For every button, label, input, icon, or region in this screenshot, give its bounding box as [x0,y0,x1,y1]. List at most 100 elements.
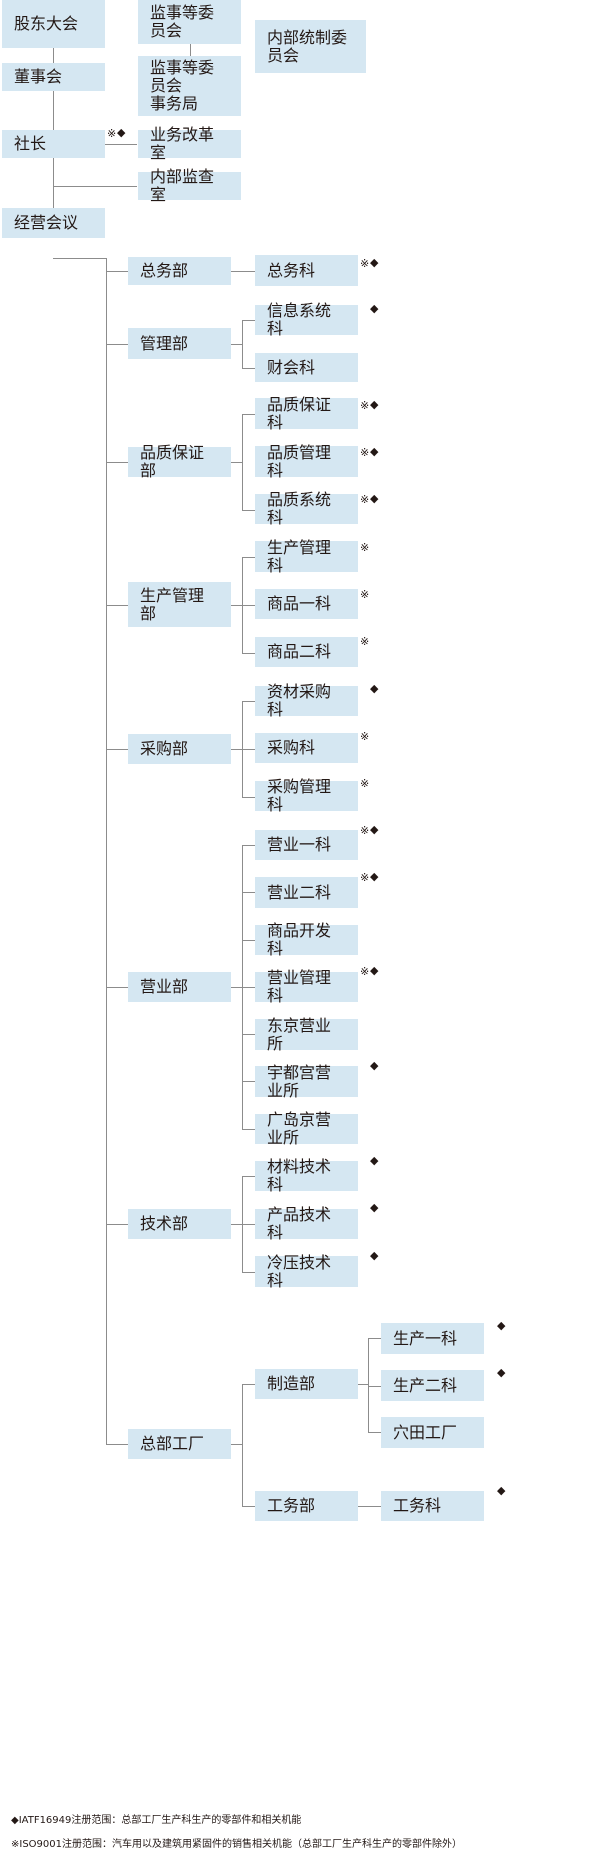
engineering-section-iatf-mark: ◆ [497,1484,506,1497]
node-product-development-section: 商品开发科 [255,922,358,958]
node-shareholders: 股东大会 [2,0,105,48]
press-technology-iatf-mark: ◆ [370,1249,379,1262]
production-management-iso-mark: ※ [360,541,370,554]
node-production-section-1: 生产一科 [381,1323,484,1354]
node-audit-committee: 监事等委员会 [138,0,241,44]
connector [106,987,128,988]
product-section-1-iso-mark: ※ [360,588,370,601]
connector [242,368,255,369]
connector [357,1384,368,1385]
node-sales-section-2: 营业二科 [255,877,358,908]
sales-management-iatf-mark: ◆ [370,964,379,977]
connector [106,749,128,750]
connector [106,271,128,272]
connector [242,797,255,798]
node-utsunomiya-sales-office: 宇都宫营业所 [255,1063,358,1099]
quality-assurance-iso-mark: ※ [360,399,370,412]
node-information-systems-section: 信息系统科 [255,302,358,338]
node-production-management-section: 生产管理科 [255,538,358,574]
connector [231,462,242,463]
connector [242,892,255,893]
quality-assurance-iatf-mark: ◆ [370,398,379,411]
purchasing-management-iso-mark: ※ [360,777,370,790]
node-sales-management-section: 营业管理科 [255,969,358,1005]
node-finance-section: 财会科 [255,353,358,382]
connector [242,1384,243,1506]
connector [106,344,128,345]
quality-systems-iso-mark: ※ [360,493,370,506]
connector [242,320,243,368]
node-general-affairs-section: 总务科 [255,255,358,286]
connector [242,1081,255,1082]
connector [242,1506,255,1507]
president-iatf-mark: ◆ [117,126,126,139]
node-internal-audit-office: 内部监查室 [138,168,241,204]
connector [231,749,255,750]
sales-1-iso-mark: ※ [360,824,370,837]
connector [242,701,243,797]
connector [368,1338,369,1432]
node-production-section-2: 生产二科 [381,1370,484,1401]
information-systems-iatf-mark: ◆ [370,302,379,315]
node-product-section-2: 商品二科 [255,637,358,667]
connector [242,701,255,702]
production-1-iatf-mark: ◆ [497,1319,506,1332]
node-sales-dept: 营业部 [128,972,231,1002]
connector [242,1384,255,1385]
connector [242,940,255,941]
node-administration-dept: 管理部 [128,328,231,359]
node-engineering-section: 工务科 [381,1491,484,1521]
materials-purchasing-iatf-mark: ◆ [370,682,379,695]
quality-management-iatf-mark: ◆ [370,445,379,458]
connector [190,44,191,56]
connector [106,1444,128,1445]
node-business-reform-office: 业务改革室 [138,126,241,162]
president-iso-mark: ※ [107,127,117,140]
connector [231,605,255,606]
legend-iso: ※ISO9001注册范围：汽车用以及建筑用紧固件的销售相关机能（总部工厂生产科生… [11,1839,462,1850]
purchasing-iso-mark: ※ [360,730,370,743]
connector [242,1272,255,1273]
connector [231,1224,255,1225]
node-materials-technology-section: 材料技术科 [255,1158,358,1194]
node-tokyo-sales-office: 东京营业所 [255,1016,358,1052]
sales-1-iatf-mark: ◆ [370,823,379,836]
connector [242,320,255,321]
connector [231,344,242,345]
node-board: 董事会 [2,63,105,91]
connector [242,414,255,415]
connector [357,1506,381,1507]
connector [106,462,128,463]
product-technology-iatf-mark: ◆ [370,1201,379,1214]
connector [368,1432,381,1433]
node-management-meeting: 经营会议 [2,208,105,238]
connector [242,845,243,1129]
connector [106,1224,128,1225]
connector [231,1444,242,1445]
node-quality-systems-section: 品质系统科 [255,491,358,527]
node-internal-control-committee: 内部统制委员会 [255,20,366,73]
node-purchasing-management-section: 采购管理科 [255,778,358,814]
node-purchasing-dept: 采购部 [128,734,231,764]
connector [53,258,106,259]
sales-2-iatf-mark: ◆ [370,870,379,883]
node-quality-assurance-dept: 品质保证部 [128,444,231,480]
product-section-2-iso-mark: ※ [360,635,370,648]
node-head-office-factory: 总部工厂 [128,1429,231,1459]
general-affairs-iso-mark: ※ [360,257,370,270]
legend-iatf: ◆IATF16949注册范围：总部工厂生产科生产的零部件和相关机能 [11,1815,302,1826]
sales-2-iso-mark: ※ [360,871,370,884]
connector [242,1129,255,1130]
node-anada-factory: 穴田工厂 [381,1417,484,1448]
connector [242,1176,243,1272]
connector [242,557,255,558]
connector [242,653,255,654]
node-product-section-1: 商品一科 [255,589,358,619]
connector [368,1386,381,1387]
connector [106,258,107,1444]
node-quality-management-section: 品质管理科 [255,443,358,479]
node-sales-section-1: 营业一科 [255,830,358,860]
materials-technology-iatf-mark: ◆ [370,1154,379,1167]
connector [242,1176,255,1177]
node-technology-dept: 技术部 [128,1209,231,1239]
